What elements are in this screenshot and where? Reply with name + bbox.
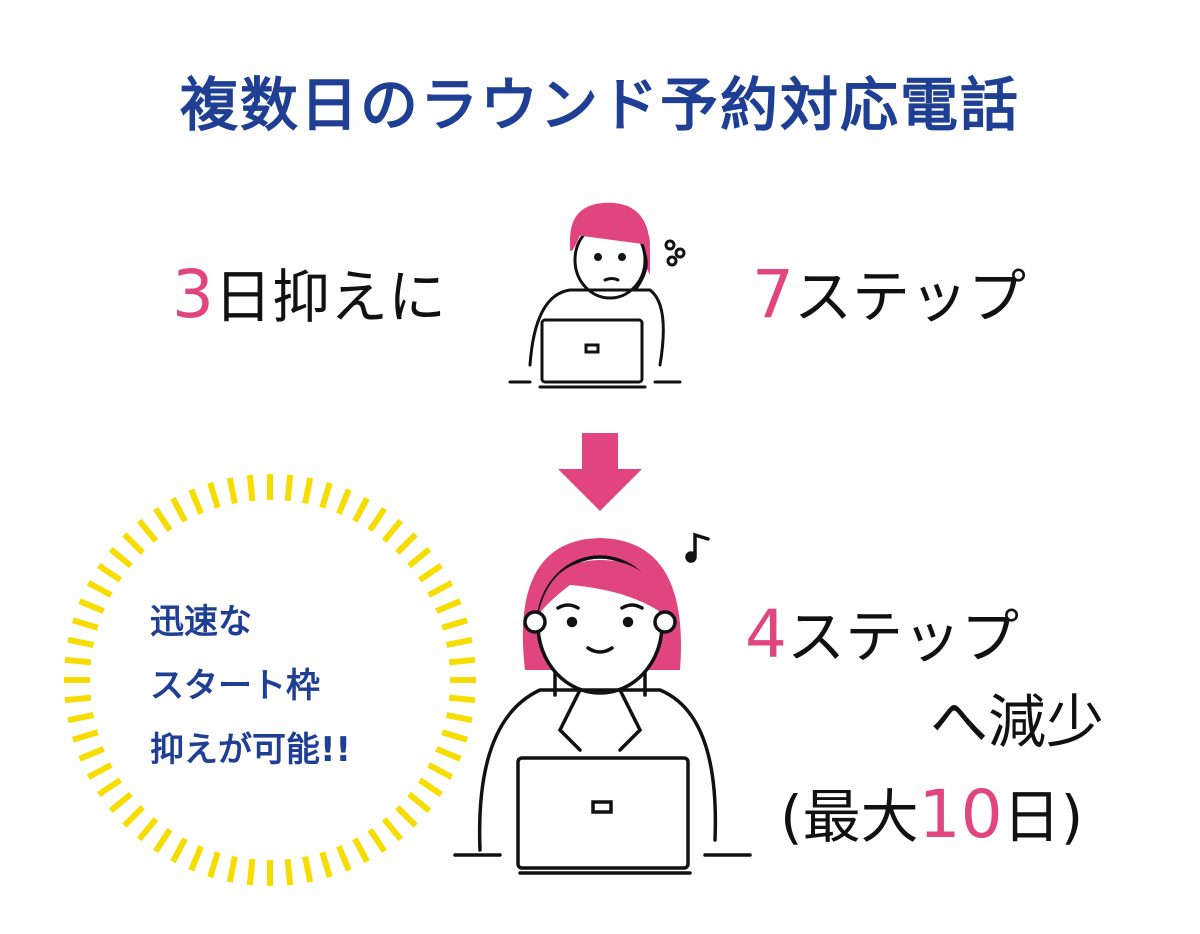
sunburst-ray (71, 617, 99, 631)
sunburst-ray (417, 563, 443, 583)
steps-number: 7 (752, 256, 794, 333)
paren-open-text: (最大 (780, 783, 919, 851)
sunburst-ray (136, 518, 159, 543)
sunburst-ray (445, 712, 473, 724)
sunburst-ray (407, 791, 432, 814)
sunburst-ray (302, 477, 314, 505)
sunburst-ray (188, 845, 204, 872)
steps-text: ステップ (794, 263, 1027, 331)
sunburst-ray (78, 598, 105, 614)
sunburst-ray (448, 656, 476, 666)
sunburst-ray (136, 817, 159, 842)
sunburst-ray (448, 694, 476, 704)
sunburst-ray (108, 546, 133, 569)
sunburst-ray (445, 636, 473, 648)
sunburst-ray (381, 518, 404, 543)
sunburst-ray (97, 563, 123, 583)
burst-text: 迅速な スタート枠 抑えが可能!! (150, 590, 351, 782)
sunburst-ray (188, 488, 204, 515)
sunburst-ray (427, 762, 454, 780)
max-days-number: 10 (918, 776, 1003, 853)
sunburst-ray (435, 746, 462, 762)
sunburst-ray (352, 837, 370, 864)
sunburst-ray (284, 474, 294, 502)
sunburst-ray (319, 851, 333, 879)
sunburst-ray (170, 496, 188, 523)
sunburst-badge (64, 474, 476, 886)
sunburst-ray (67, 636, 95, 648)
sunburst-ray (246, 858, 256, 886)
burst-line-3: 抑えが可能!! (150, 730, 352, 770)
paren-close-text: 日) (1002, 783, 1084, 851)
sunburst-ray (435, 598, 462, 614)
sunburst-ray (207, 481, 221, 509)
sunburst-ray (441, 729, 469, 743)
days-text: 日抑えに (214, 263, 447, 331)
happy-person-illustration (453, 532, 752, 875)
sunburst-ray (97, 777, 123, 797)
sunburst-ray (427, 580, 454, 598)
burst-line-1: 迅速な (150, 602, 252, 642)
sunburst-ray (336, 845, 352, 872)
max-days-label: (最大10日) (780, 770, 1083, 854)
sunburst-ray (64, 656, 92, 666)
reduce-text: へ減少 (930, 688, 1105, 756)
sunburst-ray (246, 474, 256, 502)
sunburst-ray (170, 837, 188, 864)
sunburst-ray (352, 496, 370, 523)
sunburst-ray (207, 851, 221, 879)
days-number: 3 (172, 256, 214, 333)
sunburst-ray (417, 777, 443, 797)
sunburst-ray (86, 580, 113, 598)
down-arrow-icon (558, 433, 642, 511)
sunburst-ray (367, 507, 387, 533)
before-days-label: 3日抑えに (172, 250, 446, 334)
burst-line-2: スタート枠 (150, 666, 320, 706)
sunburst-ray (336, 488, 352, 515)
before-steps-label: 7ステップ (752, 250, 1026, 334)
sunburst-ray (226, 477, 238, 505)
page-title: 複数日のラウンド予約対応電話 (179, 71, 1020, 139)
sunburst-ray (407, 546, 432, 569)
sunburst-ray (395, 805, 418, 828)
sunburst-ray (302, 855, 314, 883)
sunburst-ray (122, 805, 145, 828)
sunburst-ray (153, 507, 173, 533)
sunburst-ray (122, 532, 145, 555)
after-steps-number: 4 (745, 596, 787, 673)
sunburst-ray (86, 762, 113, 780)
sunburst-ray (67, 712, 95, 724)
sunburst-ray (78, 746, 105, 762)
sunburst-ray (284, 858, 294, 886)
sunburst-ray (226, 855, 238, 883)
sunburst-ray (108, 791, 133, 814)
sunburst-ray (395, 532, 418, 555)
sunburst-ray (319, 481, 333, 509)
sunburst-ray (153, 827, 173, 853)
worried-person-illustration (508, 202, 686, 389)
sunburst-ray (367, 827, 387, 853)
after-steps-label: 4ステップ (745, 590, 1019, 674)
sunburst-ray (381, 817, 404, 842)
sunburst-ray (64, 694, 92, 704)
sunburst-ray (71, 729, 99, 743)
sunburst-ray (441, 617, 469, 631)
after-steps-text: ステップ (787, 603, 1020, 671)
